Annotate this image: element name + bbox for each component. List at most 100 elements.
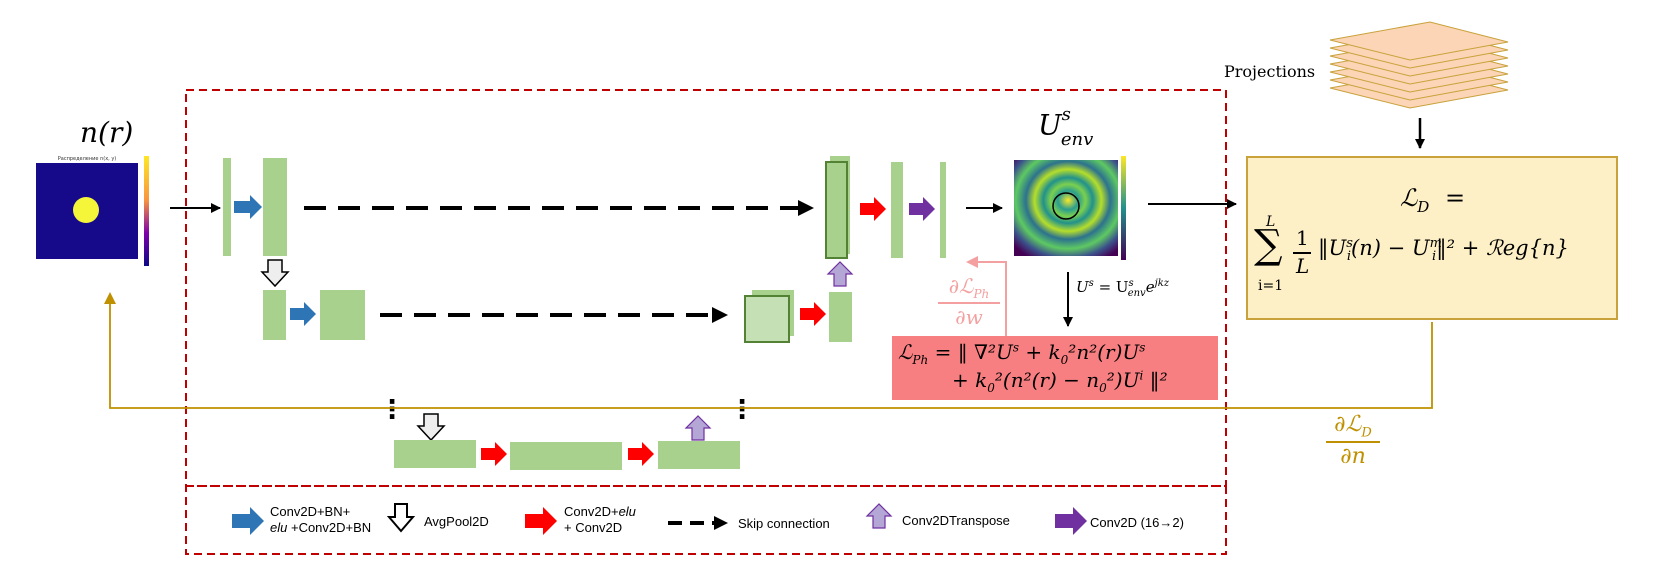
lph-l1-ksub: 0 xyxy=(1060,353,1069,367)
ld-body-sup1: s xyxy=(1346,236,1353,251)
lph-l1-c: + k xyxy=(1019,340,1061,364)
dec2-conv-red-arrow xyxy=(800,302,826,326)
legend-conv-bn-line1: Conv2D+BN+ xyxy=(270,504,351,519)
lph-l1-sup2: s xyxy=(1139,340,1146,355)
ld-body-sub2: i xyxy=(1431,249,1437,265)
lph-l1-b: = ‖ ∇²U xyxy=(928,340,1013,364)
dec1-concat-front xyxy=(825,161,848,259)
ld-body-c: ‖² + ℛeg{n} xyxy=(1436,236,1569,260)
lph-l1-sup: s xyxy=(1012,340,1020,355)
ld-body-sup2: m xyxy=(1429,236,1442,251)
legend-blue-right-arrow-icon xyxy=(232,507,264,535)
input-colorbar xyxy=(144,156,149,266)
input-plot: Распределение n(x, y) xyxy=(28,154,149,266)
grad-ph-den: ∂w xyxy=(955,305,983,329)
dec1-conv-red-arrow xyxy=(860,197,886,221)
enc1-block-a xyxy=(223,158,231,256)
output-colorbar xyxy=(1121,156,1126,260)
legend-conv-elu-text: Conv2D+elu + Conv2D xyxy=(564,504,636,536)
stack-layer-0 xyxy=(1329,21,1509,61)
lph-l2-b: ²(n²(r) − n xyxy=(994,368,1100,392)
input-label: n(r) xyxy=(80,116,134,149)
legend-dashed-border xyxy=(185,485,1227,555)
legend-transpose-text: Conv2DTranspose xyxy=(902,513,1010,528)
us-rel-eq: = U xyxy=(1093,278,1129,296)
legend-conv-bn-elu: elu xyxy=(270,520,288,535)
conv-transpose-arrow-1 xyxy=(826,261,854,287)
legend-conv-bn-line2: elu +Conv2D+BN xyxy=(270,520,371,536)
ld-body: ‖Usi(n) − Umi‖² + ℛeg{n} xyxy=(1318,236,1569,264)
ld-sum-top: L xyxy=(1266,214,1276,230)
lph-l2-d: ‖² xyxy=(1143,368,1168,392)
grad-ph-fraction: ∂ℒPh ∂w xyxy=(934,274,1004,329)
input-plot-title: Распределение n(x, y) xyxy=(58,156,117,162)
us-rel-e: e xyxy=(1145,278,1155,296)
skip-1-head xyxy=(798,200,814,216)
ld-body-sub1: i xyxy=(1346,249,1352,265)
avgpool-arrow-bottom xyxy=(416,413,446,442)
ellipsis-right: ⋮ xyxy=(729,395,755,425)
grad-d-feedback-path xyxy=(104,292,1433,409)
lph-l2-sub2: 0 xyxy=(1099,381,1107,395)
input-scatterer-circle xyxy=(73,197,99,223)
ld-frac-num: 1 xyxy=(1296,226,1309,250)
output-scatterer-circle xyxy=(1052,192,1080,220)
legend-final-conv-text: Conv2D (16→2) xyxy=(1090,515,1184,531)
ld-frac-den: L xyxy=(1296,254,1310,278)
bottom-block-3 xyxy=(658,441,740,469)
ld-body-b: (n) − U xyxy=(1351,236,1430,260)
us-relation: Us = Usenvejkz xyxy=(1076,278,1169,299)
output-label-sub: env xyxy=(1060,128,1094,150)
lph-l2-a: + k xyxy=(952,368,988,392)
enc1-block-b xyxy=(263,158,287,256)
ld-lhs-symbol: ℒ xyxy=(1400,184,1418,212)
ld-frac-bar xyxy=(1293,252,1311,254)
legend-skip-text: Skip connection xyxy=(738,516,830,531)
dec1-block xyxy=(891,162,903,258)
us-rel-exp: jkz xyxy=(1154,278,1170,289)
grad-ph-num-sub: Ph xyxy=(973,287,990,301)
legend-hollow-down-arrow-icon xyxy=(386,503,416,533)
legend-final-conv-arrow: → xyxy=(1159,515,1173,530)
ld-loss-box: ℒD = L ∑ i=1 1 L ‖Usi(n) − Umi‖² + ℛeg{n… xyxy=(1246,156,1618,320)
legend-final-conv-a: Conv2D (16 xyxy=(1090,515,1160,530)
enc1-conv-blue-arrow xyxy=(234,195,262,219)
bottom-conv-red-arrow-1 xyxy=(481,442,507,466)
lph-loss-box: ℒPh = ‖ ∇²Us + k0²n²(r)Us + k0²(n²(r) − … xyxy=(892,336,1218,400)
lph-l1-sub: Ph xyxy=(912,353,929,367)
lph-l1-a: ℒ xyxy=(898,340,913,364)
lph-l2-sub: 0 xyxy=(987,381,995,395)
legend-final-conv-b: 2) xyxy=(1172,515,1184,530)
bottom-block-2 xyxy=(510,442,622,470)
ellipsis-left: ⋮ xyxy=(379,395,405,425)
lph-l2-c: ²)U xyxy=(1106,368,1140,392)
ld-sum-bottom: i=1 xyxy=(1258,278,1284,294)
grad-ph-arrow xyxy=(966,256,1007,340)
skip-2-head xyxy=(712,307,728,323)
lph-line1: ℒPh = ‖ ∇²Us + k0²n²(r)Us xyxy=(898,340,1145,367)
legend-conv-elu-line2: + Conv2D xyxy=(564,520,623,535)
grad-d-num-text: ∂ℒ xyxy=(1334,412,1362,437)
grad-d-fraction: ∂ℒD ∂n xyxy=(1322,412,1384,469)
conv-transpose-arrow-bottom xyxy=(684,415,712,441)
enc2-block-b xyxy=(320,290,365,340)
dec2-concat-front xyxy=(744,295,790,343)
legend-conv-bn-text: Conv2D+BN+ elu +Conv2D+BN xyxy=(270,504,371,536)
us-rel-sup: s xyxy=(1088,278,1094,289)
output-label: Usenv xyxy=(1038,104,1093,150)
lph-l1-d: ²n²(r)U xyxy=(1068,340,1140,364)
ld-eq: = xyxy=(1444,184,1466,212)
legend-conv-elu-italic: elu xyxy=(618,504,636,519)
us-rel-a: U xyxy=(1076,278,1089,296)
legend-avgpool-text: AvgPool2D xyxy=(424,514,489,529)
lph-l2-sup: i xyxy=(1139,368,1144,383)
final-conv-purple-arrow xyxy=(909,197,935,221)
us-rel-sub2: env xyxy=(1127,288,1146,299)
ld-body-a: ‖U xyxy=(1318,236,1347,260)
bottom-block-1 xyxy=(394,440,476,468)
ld-lhs: ℒD = xyxy=(1400,184,1465,216)
us-rel-sup2: s xyxy=(1128,278,1134,289)
legend-conv-elu-a: Conv2D+ xyxy=(564,504,619,519)
grad-ph-bar xyxy=(938,302,1000,304)
